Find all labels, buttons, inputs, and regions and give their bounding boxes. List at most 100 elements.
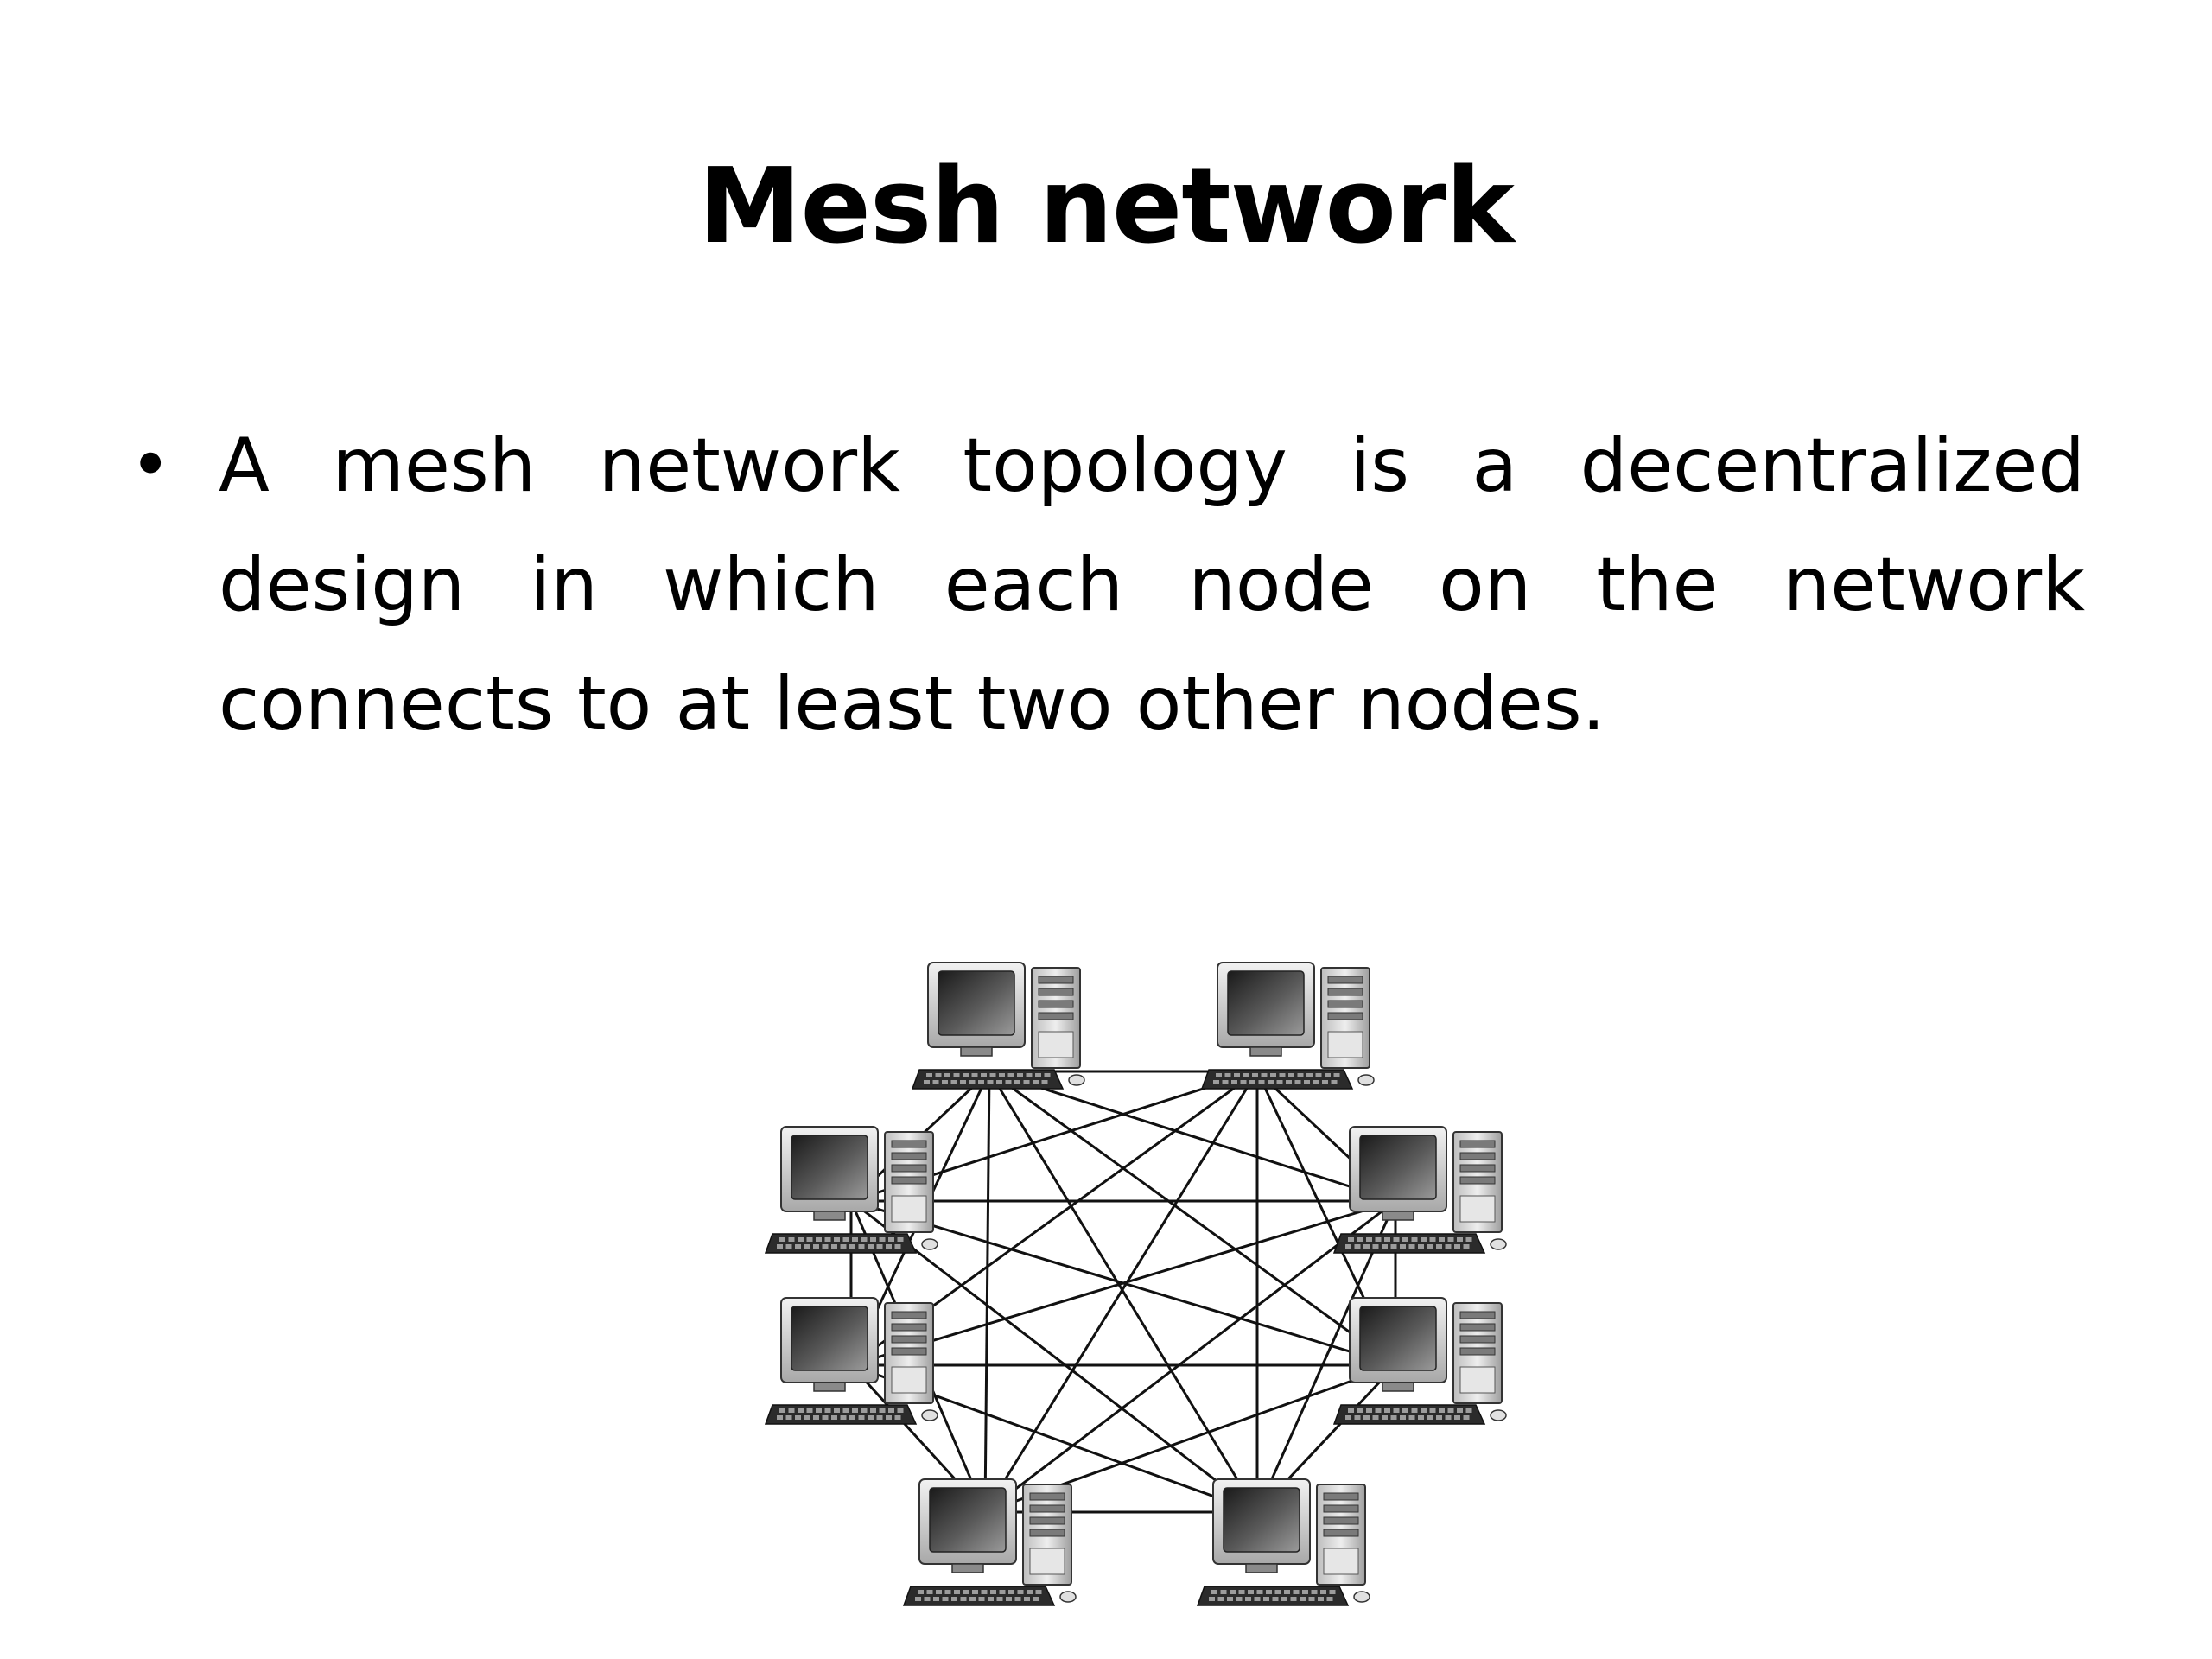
keyboard-key <box>1418 1244 1424 1249</box>
keyboard-key <box>960 1080 966 1084</box>
drive-bay <box>891 1323 927 1332</box>
keyboard-key <box>868 1244 874 1249</box>
keyboard-key <box>1044 1073 1051 1077</box>
desktop-computer-icon <box>764 1126 938 1254</box>
drive-bay <box>1327 1012 1363 1020</box>
monitor-screen <box>1227 970 1305 1036</box>
tower-panel <box>1029 1548 1065 1575</box>
keyboard-key <box>1384 1408 1390 1413</box>
keyboard-key <box>1329 1590 1336 1594</box>
keyboard-key <box>822 1415 829 1420</box>
keyboard-key <box>788 1237 795 1242</box>
desktop-computer-icon <box>1332 1297 1507 1425</box>
keyboard-key <box>1254 1597 1261 1601</box>
keyboard-key <box>888 1237 894 1242</box>
drive-bay <box>1459 1152 1496 1160</box>
monitor-stand <box>1245 1563 1278 1573</box>
computer-nodes <box>764 962 1507 1606</box>
keyboard-key <box>1227 1597 1233 1601</box>
keyboard-key <box>1445 1244 1452 1249</box>
keyboard-key <box>1357 1408 1363 1413</box>
keyboard-key <box>963 1590 969 1594</box>
drive-bay <box>1459 1323 1496 1332</box>
connection-line <box>850 1199 1396 1367</box>
keyboard-key <box>971 1073 978 1077</box>
drive-bay <box>1459 1140 1496 1148</box>
monitor-stand <box>1382 1211 1414 1221</box>
keyboard-key <box>1333 1073 1340 1077</box>
keyboard-key <box>834 1237 840 1242</box>
keyboard-key <box>788 1408 795 1413</box>
drive-bay <box>891 1311 927 1319</box>
keyboard-key <box>1436 1415 1442 1420</box>
monitor-screen <box>929 1487 1007 1553</box>
keyboard-key <box>1033 1080 1039 1084</box>
keyboard-key <box>1348 1408 1354 1413</box>
keyboard-key <box>842 1408 849 1413</box>
keyboard-key <box>1445 1415 1452 1420</box>
keyboard-key <box>1325 1073 1331 1077</box>
keyboard-key <box>1230 1590 1236 1594</box>
keyboard-key <box>1243 1073 1249 1077</box>
keyboard-key <box>1363 1415 1370 1420</box>
tower-panel <box>1327 1031 1363 1058</box>
keyboard-key <box>777 1415 783 1420</box>
keyboard-key <box>1286 1080 1292 1084</box>
drive-bay <box>1029 1529 1065 1537</box>
keyboard-key <box>1393 1408 1400 1413</box>
keyboard-key <box>1268 1080 1274 1084</box>
desktop-computer-icon <box>902 1478 1077 1606</box>
keyboard-key <box>1465 1237 1472 1242</box>
keyboard <box>764 1233 918 1254</box>
keyboard-key <box>785 1244 792 1249</box>
keyboard-key <box>999 1073 1005 1077</box>
drive-bay <box>1459 1311 1496 1319</box>
keyboard-key <box>1276 1080 1283 1084</box>
tower-panel <box>1323 1548 1359 1575</box>
drive-bay <box>1029 1504 1065 1513</box>
keyboard-key <box>1238 1590 1245 1594</box>
desktop-computer-icon <box>1332 1126 1507 1254</box>
keyboard-key <box>926 1590 933 1594</box>
keyboard-key <box>1366 1237 1372 1242</box>
keyboard-key <box>785 1415 792 1420</box>
keyboard <box>1196 1586 1350 1606</box>
drive-bay <box>1459 1335 1496 1344</box>
keyboard-key <box>1213 1080 1219 1084</box>
tower-panel <box>1459 1366 1496 1394</box>
keyboard-key <box>1463 1415 1470 1420</box>
keyboard-key <box>1014 1080 1020 1084</box>
desktop-computer-icon <box>1200 962 1375 1090</box>
keyboard-key <box>879 1237 886 1242</box>
drive-bay <box>1038 1012 1074 1020</box>
desktop-computer-icon <box>1196 1478 1370 1606</box>
drive-bay <box>1327 1000 1363 1008</box>
keyboard-key <box>1384 1237 1390 1242</box>
keyboard-key <box>1402 1408 1408 1413</box>
keyboard-key <box>824 1408 831 1413</box>
keyboard-key <box>842 1237 849 1242</box>
keyboard-key <box>1211 1590 1217 1594</box>
drive-bay <box>891 1347 927 1356</box>
keyboard-key <box>954 1590 960 1594</box>
keyboard-key <box>1331 1080 1338 1084</box>
keyboard-key <box>1366 1408 1372 1413</box>
keyboard-key <box>1261 1073 1268 1077</box>
keyboard-key <box>1284 1590 1290 1594</box>
mesh-network-svg <box>764 962 1507 1606</box>
keyboard-key <box>1270 1073 1276 1077</box>
drive-bay <box>1323 1516 1359 1525</box>
keyboard-key <box>1318 1597 1324 1601</box>
keyboard-key <box>1274 1590 1281 1594</box>
keyboard-key <box>996 1080 1002 1084</box>
keyboard-key <box>849 1415 855 1420</box>
keyboard-key <box>897 1237 904 1242</box>
keyboard <box>902 1586 1056 1606</box>
keyboard-key <box>779 1237 785 1242</box>
keyboard-key <box>1302 1590 1308 1594</box>
keyboard-key <box>924 1597 931 1601</box>
keyboard-key <box>1209 1597 1215 1601</box>
keyboard-key <box>777 1244 783 1249</box>
keyboard-key <box>876 1415 883 1420</box>
keyboard-key <box>1457 1237 1463 1242</box>
